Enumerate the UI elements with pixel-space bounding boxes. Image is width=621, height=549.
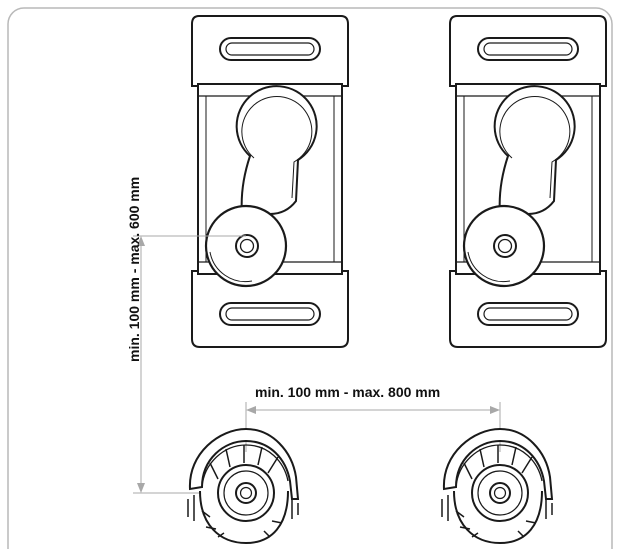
horizontal-dimension-label: min. 100 mm - max. 800 mm xyxy=(255,384,441,400)
wall-bracket-left xyxy=(190,14,350,349)
adjusting-cam-left xyxy=(187,428,299,544)
vertical-dimension-line xyxy=(133,235,246,494)
horizontal-dimension-line xyxy=(245,402,501,452)
adjusting-cam-right xyxy=(441,428,553,544)
wall-bracket-right xyxy=(448,14,608,349)
frame-border xyxy=(7,7,613,549)
vertical-dimension-label: min. 100 mm - max. 600 mm xyxy=(126,176,142,362)
